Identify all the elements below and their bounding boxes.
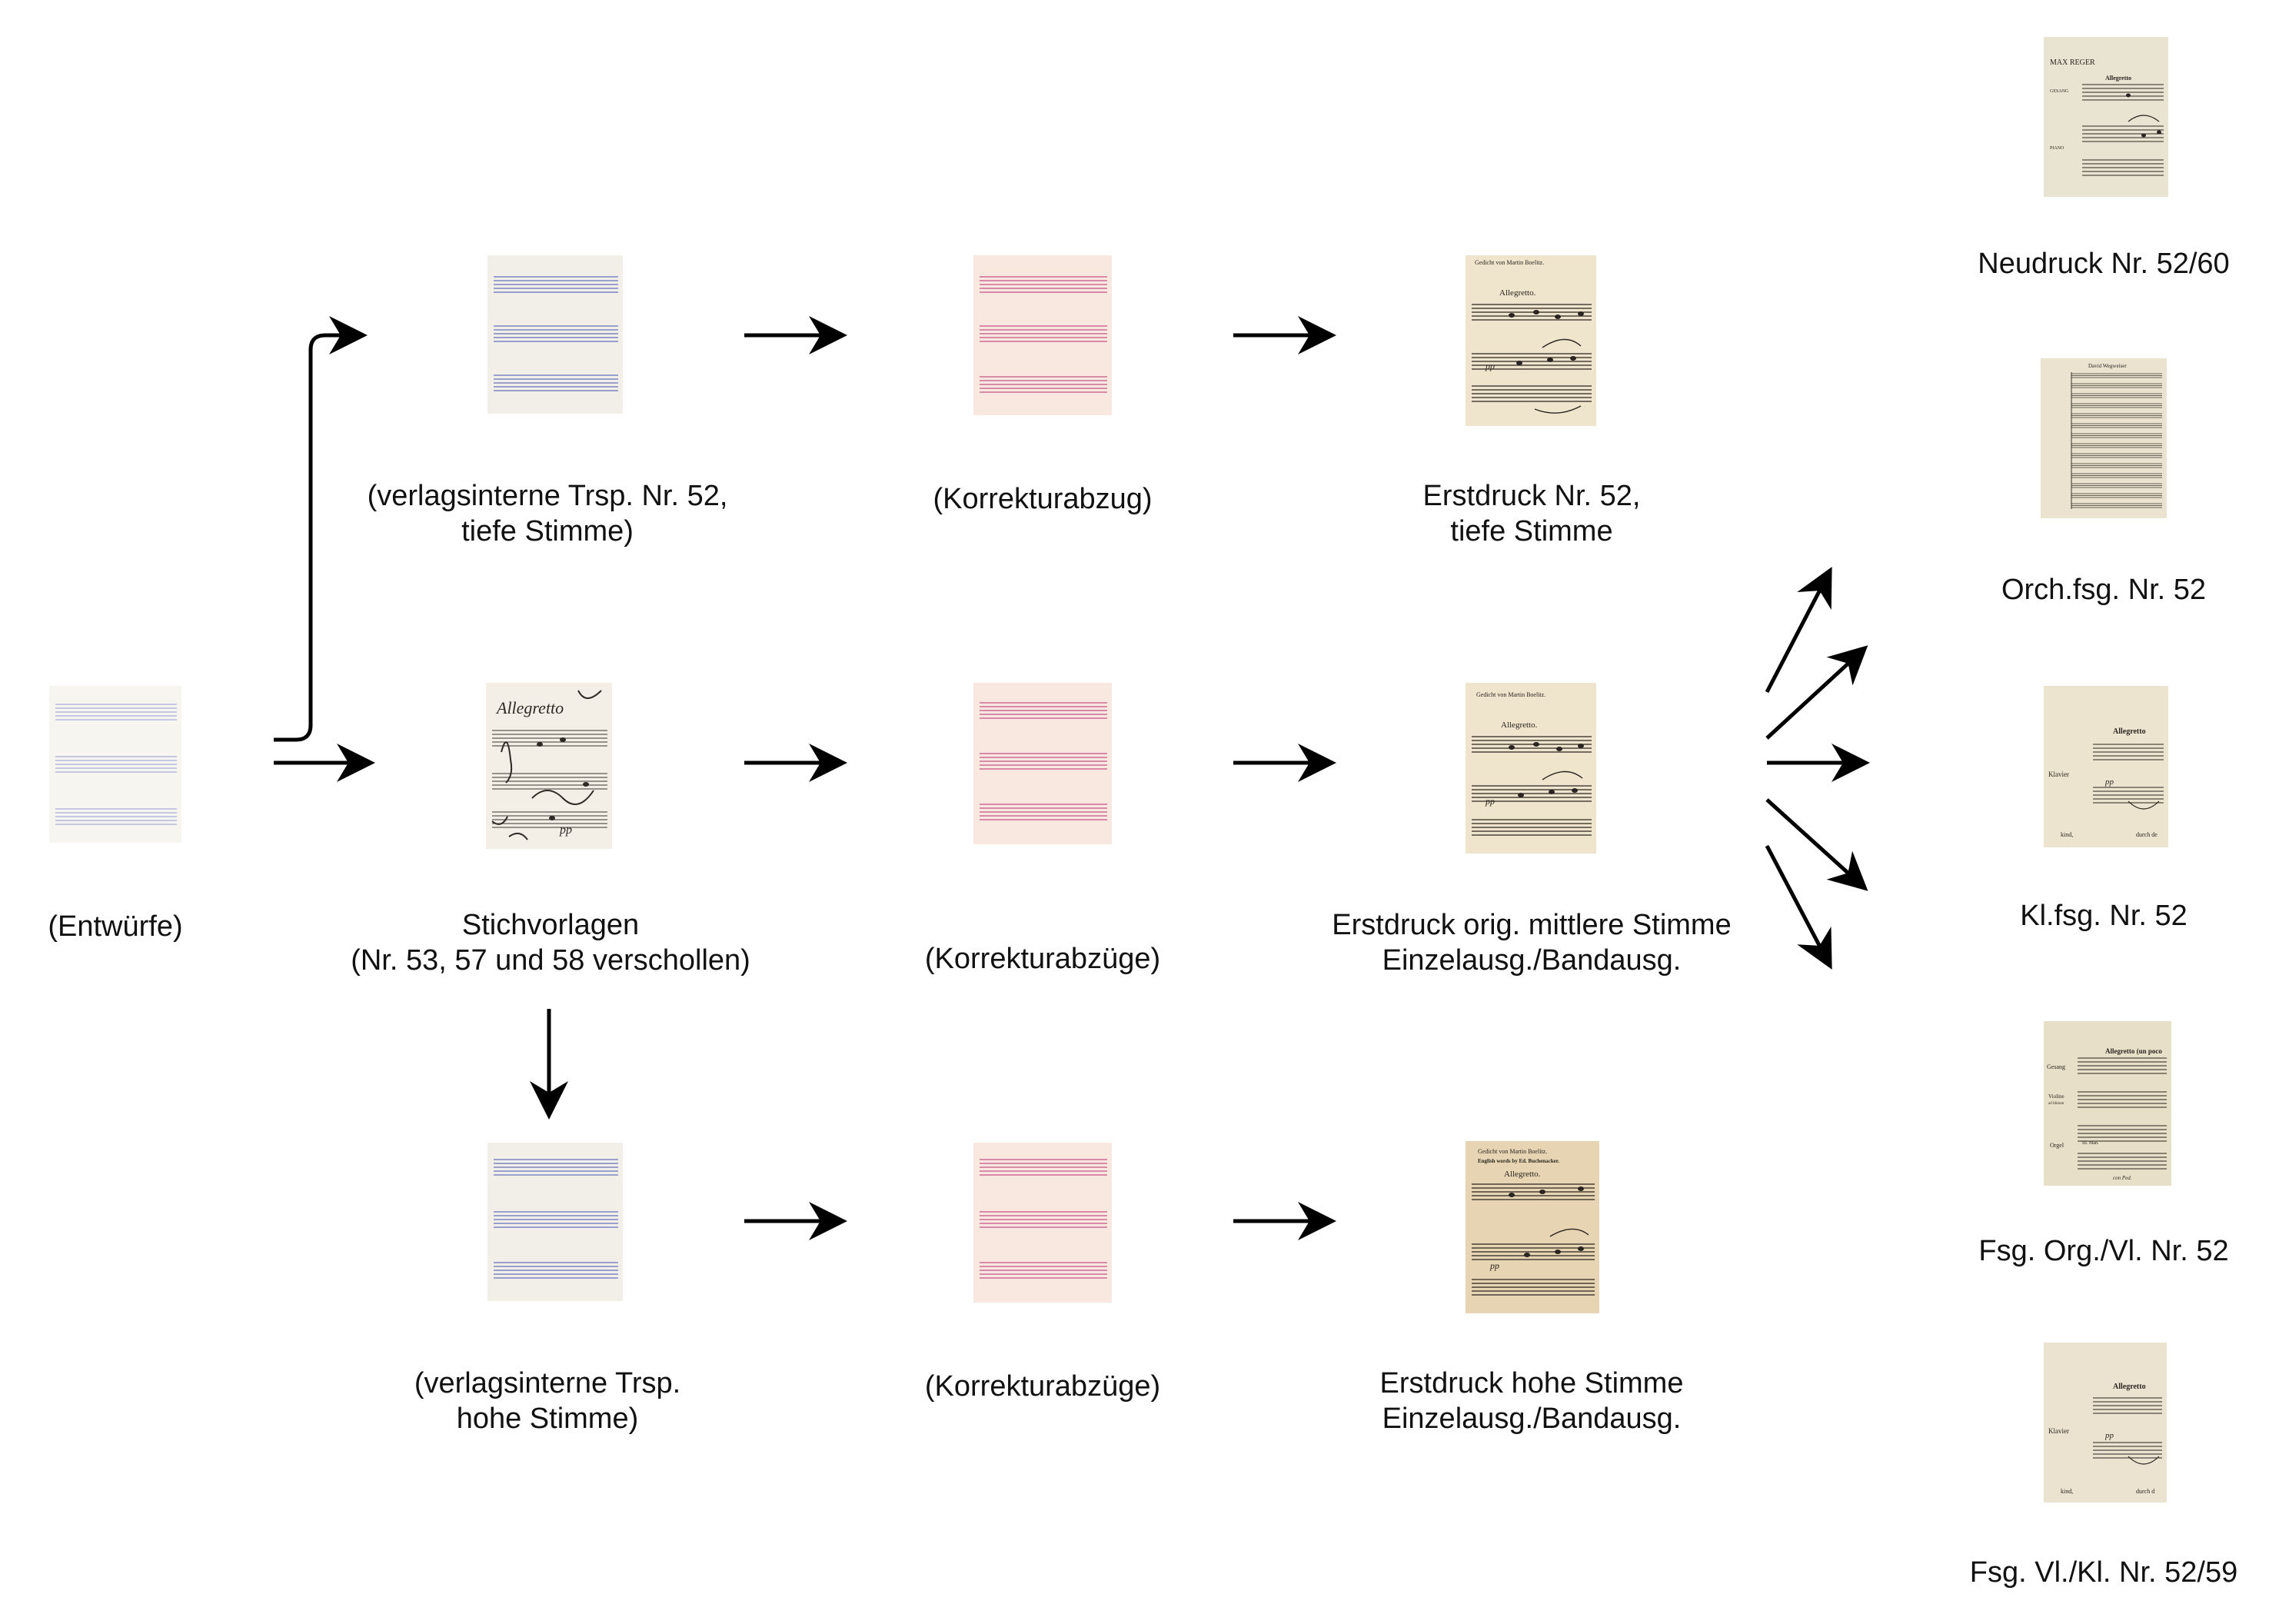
label-orgfsg: Fsg. Org./Vl. Nr. 52	[1978, 1233, 2228, 1269]
orchestral-score-icon: David Wegweiser	[2041, 358, 2167, 518]
pink-staff-paper-icon	[973, 1143, 1112, 1303]
svg-text:pp: pp	[1489, 1260, 1499, 1271]
blank-staff-paper-icon	[487, 1143, 623, 1301]
svg-text:PIANO: PIANO	[2050, 146, 2064, 151]
svg-text:pp: pp	[2104, 777, 2114, 787]
label-line: (Korrekturabzüge)	[924, 943, 1161, 975]
svg-text:MAX REGER: MAX REGER	[2050, 58, 2095, 67]
svg-text:pp: pp	[559, 824, 572, 837]
svg-text:Allegretto: Allegretto	[495, 698, 564, 717]
svg-text:Allegretto.: Allegretto.	[1499, 288, 1536, 298]
manuscript-score-icon: Allegretto pp	[486, 683, 612, 849]
svg-text:GESANG: GESANG	[2050, 89, 2069, 94]
svg-text:Gesang: Gesang	[2047, 1063, 2065, 1070]
svg-text:Allegretto: Allegretto	[2113, 727, 2146, 736]
label-line: (Korrekturabzüge)	[924, 1370, 1161, 1403]
printed-score-icon: Allegretto (un poco Gesang Violine ad li…	[2044, 1021, 2171, 1186]
svg-text:durch de: durch de	[2136, 831, 2158, 838]
printed-score-icon: Gedicht von Martin Boelitz. Allegretto. …	[1466, 683, 1596, 854]
svg-text:David Wegweiser: David Wegweiser	[2088, 363, 2127, 369]
label-line: Fsg. Vl./Kl. Nr. 52/59	[1969, 1556, 2238, 1589]
label-line: (Entwürfe)	[48, 910, 183, 943]
label-korr-tief: (Korrekturabzug)	[933, 481, 1152, 517]
svg-text:Gedicht von Martin Boelitz.: Gedicht von Martin Boelitz.	[1475, 259, 1544, 266]
svg-text:ad libitum: ad libitum	[2048, 1102, 2064, 1106]
svg-text:kind,: kind,	[2061, 1488, 2073, 1495]
blank-staff-paper-icon	[487, 255, 623, 414]
svg-text:durch d: durch d	[2136, 1488, 2154, 1495]
svg-text:Orgel: Orgel	[2050, 1142, 2064, 1149]
label-line: (Nr. 53, 57 und 58 verschollen)	[351, 944, 750, 977]
printed-score-icon: Gedicht von Martin Boelitz. Allegretto. …	[1466, 255, 1596, 426]
printed-score-icon: Allegretto Klavier pp kind, durch d	[2044, 1343, 2167, 1503]
label-line: (verlagsinterne Trsp.	[414, 1367, 681, 1399]
svg-text:Violine: Violine	[2048, 1093, 2064, 1100]
label-line: Neudruck Nr. 52/60	[1978, 248, 2230, 280]
printed-score-icon: Gedicht von Martin Boelitz. English word…	[1466, 1141, 1599, 1313]
printed-score-icon: MAX REGER Allegretto GESANG PIANO	[2044, 37, 2168, 197]
label-line: tiefe Stimme	[1450, 515, 1613, 547]
label-line: Einzelausg./Bandausg.	[1382, 1403, 1682, 1435]
pink-staff-paper-icon	[973, 255, 1112, 415]
label-line: Stichvorlagen	[461, 909, 640, 941]
label-korr-hoch: (Korrekturabzüge)	[925, 1369, 1160, 1404]
label-line: tiefe Stimme)	[461, 515, 634, 547]
svg-text:Allegretto.: Allegretto.	[1504, 1170, 1541, 1179]
svg-text:con Ped.: con Ped.	[2113, 1175, 2132, 1181]
label-erst-hoch: Erstdruck hohe Stimme Einzelausg./Bandau…	[1380, 1366, 1684, 1436]
svg-text:III. Man.: III. Man.	[2082, 1141, 2099, 1146]
label-entwuerfe: (Entwürfe)	[48, 909, 182, 944]
label-line: Orch.fsg. Nr. 52	[2001, 574, 2207, 606]
label-neudruck: Neudruck Nr. 52/60	[1978, 246, 2229, 281]
label-line: Erstdruck orig. mittlere Stimme	[1332, 909, 1732, 941]
svg-text:pp: pp	[1485, 361, 1495, 371]
arrow-entwuerfe-trsp-tief	[274, 316, 368, 742]
blank-staff-paper-icon	[49, 686, 181, 843]
svg-text:pp: pp	[1485, 796, 1495, 807]
arrow-erst-orgfsg	[1765, 798, 1868, 891]
arrow-erst-orch	[1765, 645, 1868, 740]
svg-text:Allegretto: Allegretto	[2113, 1383, 2146, 1391]
label-line: hohe Stimme)	[456, 1403, 639, 1435]
label-line: Kl.fsg. Nr. 52	[2020, 900, 2188, 932]
label-line: Einzelausg./Bandausg.	[1382, 944, 1682, 977]
label-klfsg: Kl.fsg. Nr. 52	[2020, 898, 2188, 933]
pink-staff-paper-icon	[973, 683, 1112, 844]
label-trsp-hoch: (verlagsinterne Trsp. hohe Stimme)	[414, 1366, 680, 1436]
label-erst-tief: Erstdruck Nr. 52, tiefe Stimme	[1423, 478, 1641, 549]
printed-score-icon: Allegretto Klavier pp kind, durch de	[2044, 686, 2168, 847]
label-line: (Korrekturabzug)	[933, 483, 1153, 515]
svg-text:Allegretto (un poco: Allegretto (un poco	[2105, 1047, 2162, 1055]
label-orch: Orch.fsg. Nr. 52	[2001, 572, 2206, 607]
svg-text:Klavier: Klavier	[2048, 770, 2069, 778]
label-line: (verlagsinterne Trsp. Nr. 52,	[367, 480, 728, 512]
arrow-erst-neudruck	[1765, 567, 1832, 694]
svg-text:pp: pp	[2104, 1431, 2114, 1440]
svg-text:kind,: kind,	[2061, 831, 2073, 838]
label-stich: Stichvorlagen (Nr. 53, 57 und 58 verscho…	[351, 907, 750, 978]
svg-text:Allegretto: Allegretto	[2105, 75, 2131, 82]
svg-text:Gedicht von Martin Boelitz.: Gedicht von Martin Boelitz.	[1476, 691, 1545, 698]
label-line: Erstdruck hohe Stimme	[1379, 1367, 1684, 1399]
label-erst-mitte: Erstdruck orig. mittlere Stimme Einzelau…	[1332, 907, 1731, 978]
label-line: Fsg. Org./Vl. Nr. 52	[1978, 1235, 2229, 1267]
arrow-erst-vlklfsg	[1765, 844, 1832, 970]
svg-text:Gedicht von Martin Boelitz.: Gedicht von Martin Boelitz.	[1478, 1148, 1547, 1155]
svg-text:Klavier: Klavier	[2048, 1427, 2069, 1435]
label-vlklfsg: Fsg. Vl./Kl. Nr. 52/59	[1970, 1555, 2237, 1590]
label-line: Erstdruck Nr. 52,	[1422, 480, 1641, 512]
svg-text:English words by Ed. Buchenack: English words by Ed. Buchenacker.	[1478, 1158, 1559, 1164]
label-trsp-tief: (verlagsinterne Trsp. Nr. 52, tiefe Stim…	[368, 478, 728, 549]
svg-text:Allegretto.: Allegretto.	[1501, 720, 1538, 730]
label-korr-mitte: (Korrekturabzüge)	[925, 941, 1160, 977]
